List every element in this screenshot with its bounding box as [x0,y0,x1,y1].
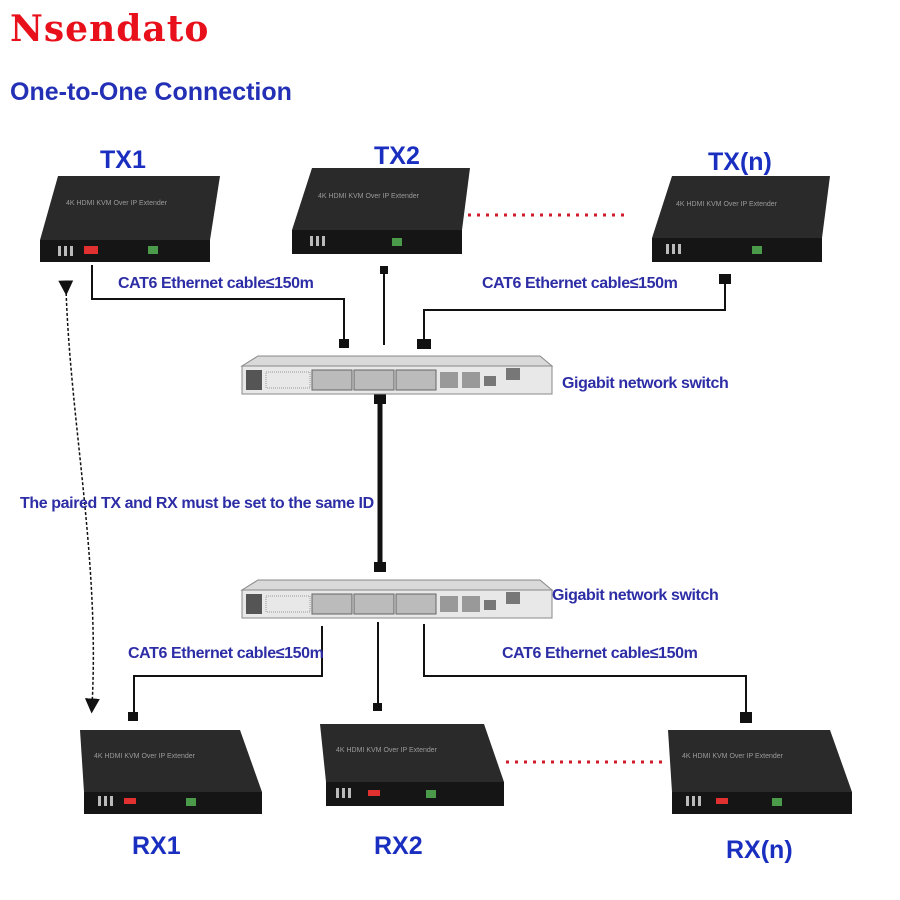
page-title: One-to-One Connection [10,78,292,106]
brand-logo: Nsendato [10,8,210,50]
rx1-device-text: 4K HDMI KVM Over IP Extender [94,753,196,760]
tx2-device: 4K HDMI KVM Over IP Extender [292,168,470,254]
switch-label-top: Gigabit network switch [562,375,729,392]
cable-label-bottom-left: CAT6 Ethernet cable≤150m [128,645,324,662]
rx1-label: RX1 [132,832,181,860]
connector-rx2 [373,703,382,711]
cable-txn [423,282,726,343]
connector-txn-top [719,274,731,284]
rxn-label: RX(n) [726,836,793,864]
txn-device: 4K HDMI KVM Over IP Extender [652,176,830,262]
connector-rx1 [128,712,138,721]
rx1-device: 4K HDMI KVM Over IP Extender [80,730,262,814]
top-network-switch [240,355,554,395]
connector-rxn [740,712,752,723]
tx1-label: TX1 [100,146,146,174]
rx2-label: RX2 [374,832,423,860]
tx2-device-text: 4K HDMI KVM Over IP Extender [318,193,420,200]
cable-label-bottom-right: CAT6 Ethernet cable≤150m [502,645,698,662]
switch-label-bottom: Gigabit network switch [552,587,719,604]
connector-tx1 [339,339,349,348]
bottom-network-switch [240,579,554,619]
cable-label-top-right: CAT6 Ethernet cable≤150m [482,275,678,292]
pairing-note: The paired TX and RX must be set to the … [20,495,374,512]
connector-trunk-top [374,394,386,404]
tx1-device: 4K HDMI KVM Over IP Extender [40,176,220,262]
tx1-device-text: 4K HDMI KVM Over IP Extender [66,200,168,207]
cable-label-top-left: CAT6 Ethernet cable≤150m [118,275,314,292]
txn-label: TX(n) [708,148,772,176]
rx2-device-text: 4K HDMI KVM Over IP Extender [336,747,438,754]
rx2-device: 4K HDMI KVM Over IP Extender [320,724,504,806]
tx2-label: TX2 [374,142,420,170]
connector-tx2-top [380,266,388,274]
txn-device-text: 4K HDMI KVM Over IP Extender [676,201,778,208]
pairing-arrow [58,280,100,714]
connector-txn-bottom [417,339,431,349]
connector-trunk-bottom [374,562,386,572]
rxn-device-text: 4K HDMI KVM Over IP Extender [682,753,784,760]
rxn-device: 4K HDMI KVM Over IP Extender [668,730,852,814]
cable-rxn [423,624,747,716]
cable-rx1 [133,626,323,716]
